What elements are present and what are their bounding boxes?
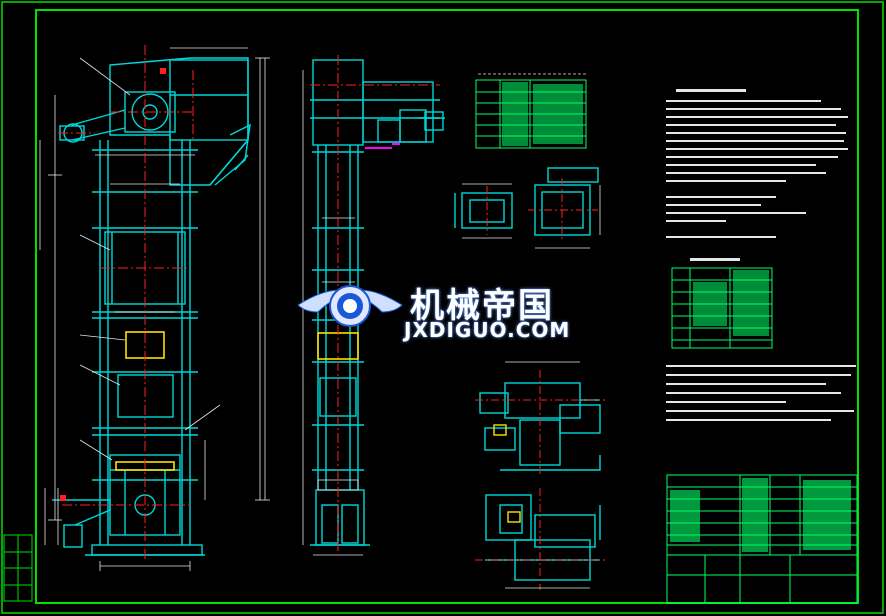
table-right-middle-fill bbox=[693, 270, 769, 336]
drive-assembly-bottom bbox=[485, 494, 601, 581]
red-marks-left bbox=[60, 68, 166, 501]
magenta-detail bbox=[365, 143, 400, 149]
tech-notes-top bbox=[666, 89, 848, 238]
table-right-caption bbox=[690, 258, 740, 261]
drive-centerlines bbox=[475, 370, 605, 590]
title-block-fill bbox=[670, 478, 851, 552]
drive-yellow bbox=[493, 424, 521, 523]
centerlines-middle bbox=[310, 55, 440, 555]
watermark-logo bbox=[297, 285, 403, 327]
section-details bbox=[454, 167, 599, 236]
watermark-brand-cn: 机械帝国 bbox=[410, 286, 554, 326]
section-centerlines bbox=[486, 178, 598, 242]
centerlines-left bbox=[58, 45, 195, 560]
drive-dims bbox=[505, 361, 590, 589]
tech-notes-bottom bbox=[666, 365, 856, 421]
watermark-brand-en: JXDIGUO.COM bbox=[404, 318, 571, 342]
drawing-frame bbox=[35, 9, 859, 604]
section-dims bbox=[462, 183, 601, 249]
spec-table-top-fill bbox=[502, 82, 583, 146]
margin-table bbox=[3, 534, 33, 602]
